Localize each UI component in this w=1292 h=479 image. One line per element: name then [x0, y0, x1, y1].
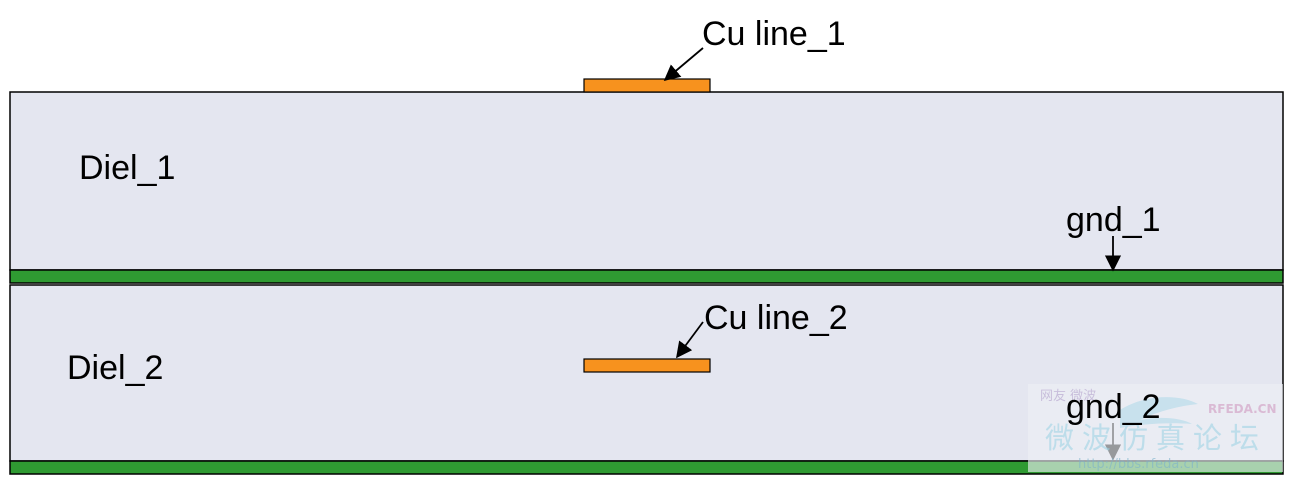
- dielectric-layer-1: [9, 91, 1284, 271]
- watermark-brand: RFEDA.CN: [1208, 402, 1277, 416]
- watermark: 网友 微波 RFEDA.CN 微波仿真论坛 http://bbs.rfeda.c…: [1028, 384, 1283, 472]
- copper-trace-2: [583, 358, 711, 373]
- watermark-top-text: 网友 微波: [1040, 388, 1096, 404]
- watermark-wing-icon: [1120, 397, 1198, 428]
- label-cu-line-2: Cu line_2: [704, 299, 848, 337]
- watermark-chinese: 微波仿真论坛: [1045, 421, 1267, 455]
- label-diel-2: Diel_2: [67, 349, 163, 387]
- ground-plane-1: [9, 269, 1284, 284]
- label-gnd-2: gnd_2: [1066, 388, 1161, 426]
- label-diel-1: Diel_1: [79, 149, 175, 187]
- label-gnd-1: gnd_1: [1066, 201, 1161, 239]
- arrow-cu-line-2: [676, 321, 704, 359]
- copper-trace-1: [583, 78, 711, 93]
- watermark-url: http://bbs.rfeda.cn: [1078, 457, 1199, 472]
- arrow-cu-line-1: [663, 47, 704, 82]
- label-cu-line-1: Cu line_1: [702, 15, 846, 53]
